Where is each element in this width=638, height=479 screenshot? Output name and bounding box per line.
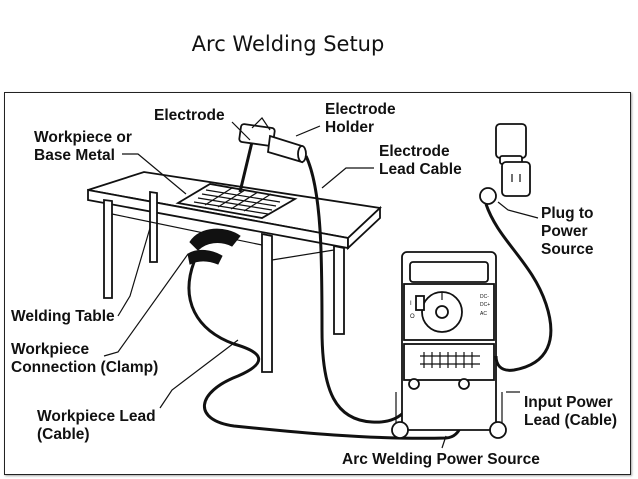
label-electrode-lead-cable: Electrode Lead Cable	[379, 143, 462, 178]
label-input-power-lead: Input Power Lead (Cable)	[524, 394, 618, 429]
label-workpiece-lead: Workpiece Lead (Cable)	[37, 408, 156, 443]
welding-table	[87, 171, 382, 373]
welding-power-source: I O DC- DC+ AC	[391, 251, 507, 439]
electrode-holder	[238, 117, 307, 193]
switch-mark-off: O	[410, 314, 415, 320]
label-welding-table: Welding Table	[11, 308, 115, 325]
wall-plug	[479, 123, 531, 205]
label-workpiece-connection: Workpiece Connection (Clamp)	[11, 341, 159, 376]
ground-clamp	[187, 228, 241, 265]
label-workpiece-base-metal: Workpiece or Base Metal	[34, 129, 132, 164]
ac-mark: AC	[480, 311, 487, 317]
input-power-lead-cable	[484, 203, 553, 372]
label-electrode-holder: Electrode Holder	[325, 101, 396, 136]
workpiece-lead-cable	[187, 261, 466, 440]
label-power-source: Arc Welding Power Source	[342, 451, 540, 468]
workpiece-plate	[175, 183, 298, 219]
slide-title: Arc Welding Setup	[191, 32, 385, 56]
switch-mark-on: I	[410, 301, 412, 307]
electrode-lead-cable	[304, 155, 416, 424]
label-plug-to-power-source: Plug to Power Source	[541, 205, 594, 258]
dc-plus-mark: DC+	[480, 302, 490, 308]
label-electrode: Electrode	[154, 107, 225, 124]
dc-minus-mark: DC-	[480, 294, 489, 300]
leader-lines	[103, 121, 539, 449]
